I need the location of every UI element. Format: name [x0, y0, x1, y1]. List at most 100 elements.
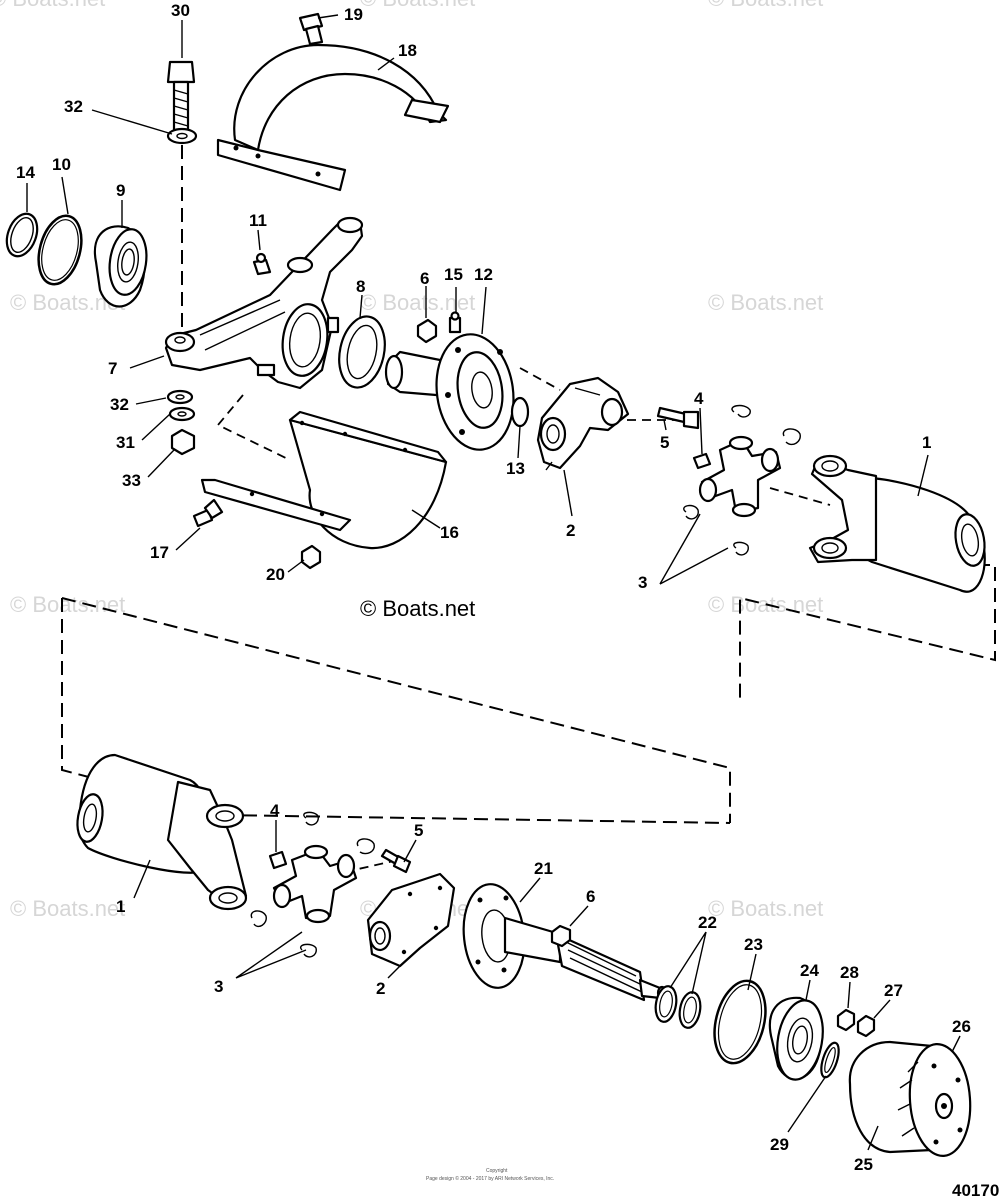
u-joint-cross — [272, 844, 358, 924]
callout-6: 6 — [586, 887, 595, 906]
yoke-2 — [366, 872, 456, 968]
clip-3 — [300, 943, 317, 958]
u-joint-cross — [698, 435, 782, 518]
callout-8: 8 — [356, 277, 365, 296]
upper-driveshaft-assembly — [5, 12, 986, 593]
callout-6: 6 — [420, 269, 429, 288]
coupler-25 — [848, 1040, 972, 1158]
clip-3 — [731, 404, 751, 418]
footer-copyright: Copyright — [486, 1168, 508, 1174]
callout-5: 5 — [414, 821, 423, 840]
watermark: © Boats.net — [10, 896, 125, 921]
callout-10: 10 — [52, 155, 71, 174]
nut-6 — [416, 318, 438, 344]
shield-18 — [216, 43, 450, 192]
nut-28 — [836, 1008, 856, 1032]
watermark: © Boats.net — [708, 0, 823, 11]
callout-4: 4 — [270, 801, 280, 820]
callout-16: 16 — [440, 523, 459, 542]
driveshaft-1 — [808, 454, 986, 593]
watermarks: © Boats.net © Boats.net © Boats.net © Bo… — [0, 0, 823, 921]
clip-3 — [683, 504, 699, 520]
clip-3 — [356, 838, 375, 855]
bearing-9 — [93, 225, 148, 308]
callout-31: 31 — [116, 433, 135, 452]
watermark: © Boats.net — [360, 290, 475, 315]
lockwasher-31 — [168, 406, 196, 422]
callout-26: 26 — [952, 1017, 971, 1036]
callouts: 30 19 18 32 14 10 9 11 8 6 15 12 7 32 31… — [16, 1, 971, 1174]
snap-ring-14 — [5, 212, 39, 258]
callout-22: 22 — [698, 913, 717, 932]
callout-2: 2 — [376, 979, 385, 998]
grease-fitting-11 — [252, 252, 272, 276]
callout-3: 3 — [638, 573, 647, 592]
clip-3 — [303, 811, 319, 826]
splined-shaft-21 — [462, 883, 668, 1002]
callout-29: 29 — [770, 1135, 789, 1154]
callout-17: 17 — [150, 543, 169, 562]
callout-11: 11 — [249, 211, 267, 230]
callout-27: 27 — [884, 981, 903, 1000]
callout-28: 28 — [840, 963, 859, 982]
o-ring-13 — [510, 396, 530, 428]
callout-9: 9 — [116, 181, 125, 200]
callout-12: 12 — [474, 265, 493, 284]
retaining-ring-23 — [713, 979, 767, 1065]
nut-20 — [300, 544, 322, 570]
callout-21: 21 — [534, 859, 553, 878]
watermark: © Boats.net — [10, 592, 125, 617]
watermark: © Boats.net — [360, 0, 475, 11]
callout-20: 20 — [266, 565, 285, 584]
callout-1: 1 — [922, 433, 931, 452]
callout-1: 1 — [116, 897, 125, 916]
watermark: © Boats.net — [0, 0, 105, 11]
nut-33 — [170, 428, 196, 456]
bolt-17 — [192, 498, 224, 528]
callout-25: 25 — [854, 1155, 873, 1174]
watermark: © Boats.net — [708, 896, 823, 921]
washer-32 — [166, 127, 198, 145]
bolt-5 — [380, 848, 412, 874]
lower-driveshaft-assembly — [76, 753, 972, 1158]
seal-8 — [338, 315, 386, 389]
callout-13: 13 — [506, 459, 525, 478]
grease-fitting-15 — [448, 311, 462, 334]
driveshaft-1 — [76, 753, 248, 911]
leader-lines — [26, 14, 961, 1151]
callout-5: 5 — [660, 433, 669, 452]
callout-3: 3 — [214, 977, 223, 996]
bolt-30 — [166, 60, 196, 132]
callout-7: 7 — [108, 359, 117, 378]
bearing-24 — [768, 996, 824, 1081]
callout-32: 32 — [64, 97, 83, 116]
watermark: © Boats.net — [708, 290, 823, 315]
callout-23: 23 — [744, 935, 763, 954]
footer-page-design: Page design © 2004 - 2017 by ARI Network… — [426, 1175, 554, 1182]
clip-3 — [733, 541, 749, 556]
callout-18: 18 — [398, 41, 417, 60]
shield-16 — [200, 410, 448, 550]
yoke-2 — [536, 376, 630, 471]
callout-15: 15 — [444, 265, 463, 284]
callout-24: 24 — [800, 961, 819, 980]
callout-2: 2 — [566, 521, 575, 540]
copyright-label: © Boats.net — [360, 596, 475, 621]
bolt-19 — [298, 12, 324, 46]
callout-30: 30 — [171, 1, 190, 20]
clip-3 — [250, 910, 267, 928]
clip-3 — [782, 428, 801, 446]
washer-32 — [166, 389, 194, 405]
callout-19: 19 — [344, 5, 363, 24]
callout-33: 33 — [122, 471, 141, 490]
nut-6 — [550, 924, 572, 948]
grease-fitting-4 — [268, 850, 288, 870]
bolt-5 — [656, 406, 700, 430]
callout-32: 32 — [110, 395, 129, 414]
callout-4: 4 — [694, 389, 704, 408]
bracket-7 — [164, 216, 364, 390]
retaining-ring-10 — [37, 214, 83, 286]
flange-shaft-12 — [384, 333, 515, 451]
figure-number: 40170 — [952, 1181, 999, 1200]
